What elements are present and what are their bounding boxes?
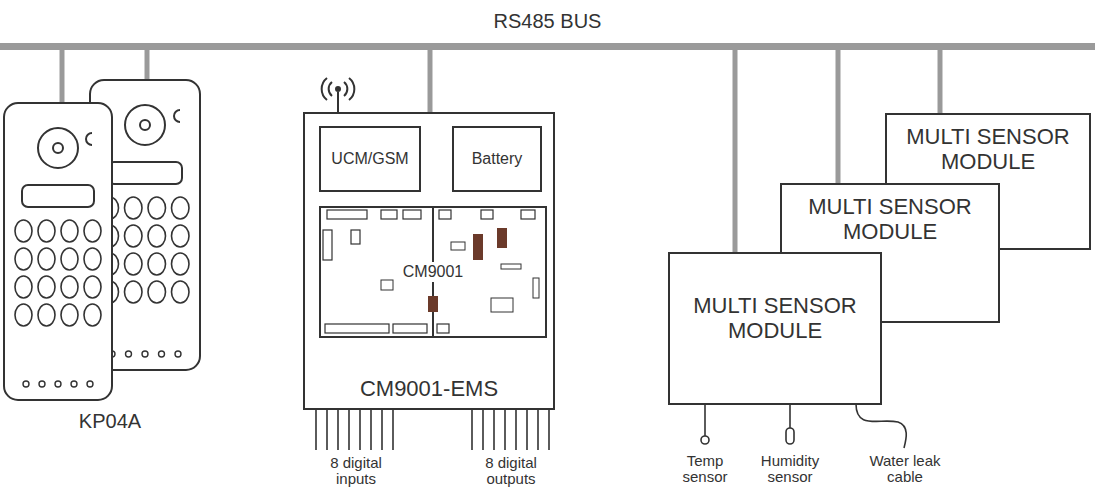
part-label: Temp sensor	[675, 453, 735, 485]
keypad-symbol	[4, 103, 112, 400]
node-label: Battery	[472, 150, 523, 168]
node-label: MULTI SENSOR MODULE	[903, 125, 1073, 174]
bus-drop	[938, 48, 943, 113]
bus-drop	[145, 46, 150, 80]
modem-box: UCM/GSM	[319, 126, 421, 192]
bus-drop	[60, 46, 65, 103]
data-bus: RS485 BUS	[0, 0, 1095, 50]
bus-drop	[428, 48, 433, 112]
bus-bar	[0, 43, 1095, 50]
battery-box: Battery	[452, 126, 542, 192]
part-label: 8 digital inputs	[316, 455, 396, 487]
part-label: KP04A	[60, 411, 160, 432]
part-label: Humidity sensor	[752, 453, 828, 485]
sensor-module: MULTI SENSOR MODULE	[668, 252, 882, 405]
bus-drop	[733, 48, 738, 252]
node-label: UCM/GSM	[331, 150, 408, 168]
node-label: MULTI SENSOR MODULE	[805, 195, 975, 244]
part-label: Water leak cable	[862, 453, 948, 485]
io-wires	[316, 410, 549, 450]
node-label: CM9001	[399, 262, 467, 282]
controller-enclosure: CM9001-EMS UCM/GSM BatteryCM9001	[303, 112, 555, 410]
part-label: 8 digital outputs	[471, 455, 551, 487]
circuit-board: CM9001	[319, 206, 547, 338]
bus-drop	[836, 48, 841, 183]
node-label: MULTI SENSOR MODULE	[690, 294, 860, 343]
node-label: CM9001-EMS	[360, 377, 498, 402]
node-label: RS485 BUS	[494, 10, 602, 32]
sensor-wires	[701, 404, 906, 448]
